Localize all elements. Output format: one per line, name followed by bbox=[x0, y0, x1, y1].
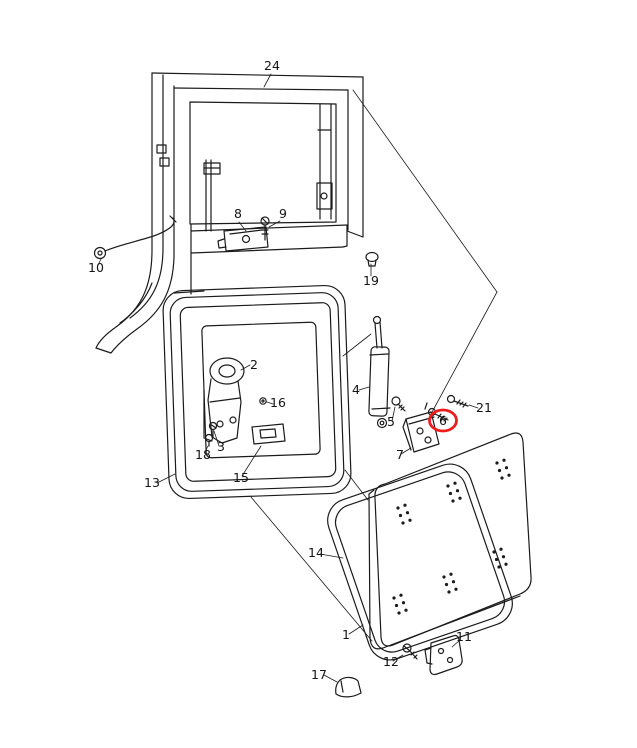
part-label-19: 19 bbox=[363, 273, 379, 288]
part-label-14: 14 bbox=[308, 545, 324, 560]
bolt-part-5 bbox=[391, 396, 406, 412]
door-frame-assembly bbox=[95, 72, 364, 354]
highlight-circle bbox=[428, 408, 458, 433]
part-label-12: 12 bbox=[383, 654, 399, 669]
inner-frame-and-seal bbox=[162, 284, 352, 500]
screw-part-12 bbox=[402, 643, 418, 660]
part-label-7: 7 bbox=[396, 447, 404, 462]
latch-part bbox=[217, 226, 269, 252]
part-label-5: 5 bbox=[387, 414, 395, 429]
part-label-16: 16 bbox=[270, 395, 286, 410]
part-label-8: 8 bbox=[234, 206, 242, 221]
hinge-bracket-upper bbox=[203, 357, 245, 444]
bolt-part-21 bbox=[446, 394, 469, 408]
part-label-11: 11 bbox=[456, 629, 472, 644]
cable-part bbox=[93, 215, 177, 260]
part-label-21: 21 bbox=[476, 400, 492, 415]
callout-leader-lines bbox=[97, 73, 479, 683]
part-label-3: 3 bbox=[217, 439, 225, 454]
part-label-6: 6 bbox=[439, 413, 447, 428]
part-label-15: 15 bbox=[233, 470, 249, 485]
gas-strut bbox=[368, 315, 391, 429]
striker-plate bbox=[251, 423, 286, 445]
projection-lines bbox=[250, 89, 498, 642]
part-label-1: 1 bbox=[342, 627, 350, 642]
part-label-18: 18 bbox=[195, 447, 211, 462]
screw-part-16 bbox=[259, 397, 267, 405]
part-label-9: 9 bbox=[279, 206, 287, 221]
door-seal-ring bbox=[327, 463, 513, 661]
part-label-2: 2 bbox=[250, 357, 258, 372]
part-label-17: 17 bbox=[311, 667, 327, 682]
door-panel bbox=[368, 432, 532, 650]
rubber-wedge bbox=[335, 676, 362, 698]
grommet-part bbox=[365, 251, 379, 267]
screw-part-9 bbox=[260, 216, 270, 241]
part-label-10: 10 bbox=[88, 260, 104, 275]
screw-part-3 bbox=[208, 421, 218, 438]
part-label-24: 24 bbox=[264, 58, 280, 73]
part-label-13: 13 bbox=[144, 475, 160, 490]
bottom-hinge bbox=[424, 634, 463, 676]
screw-part-18 bbox=[204, 433, 214, 447]
part-label-4: 4 bbox=[352, 382, 360, 397]
